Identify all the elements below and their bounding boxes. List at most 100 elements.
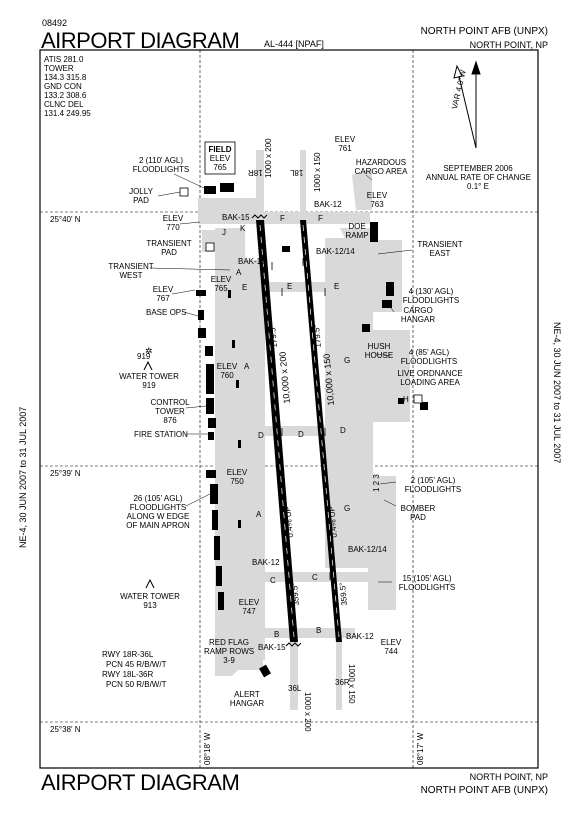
overrun-36l — [290, 642, 298, 710]
procedure-number: 08492 — [42, 18, 68, 28]
hush-house-a: HUSH — [367, 342, 391, 351]
elev-761-a: ELEV — [334, 135, 356, 144]
mag-epoch: SEPTEMBER 2006 — [443, 164, 513, 173]
elev-750-b: 750 — [230, 477, 244, 486]
west-apron — [215, 228, 248, 676]
footer-title: AIRPORT DIAGRAM — [41, 770, 240, 795]
airport-city: NORTH POINT, NP — [469, 40, 548, 50]
taxiway-c-label-1: C — [270, 576, 276, 585]
elev-747-a: ELEV — [238, 598, 260, 607]
bak12-south: BAK-12 — [346, 632, 374, 641]
base-ops: BASE OPS — [146, 308, 187, 317]
overrun-18l — [300, 150, 306, 220]
lat-25-40: 25°40' N — [50, 215, 81, 224]
alert-hangar-bldg — [259, 664, 271, 678]
taxiway-e-label-2: E — [287, 282, 293, 291]
floodlights-26-b: FLOODLIGHTS — [129, 503, 187, 512]
field-elev-label: FIELD — [208, 145, 232, 154]
elev-747-b: 747 — [242, 607, 256, 616]
taxiway-d-label-3: D — [340, 426, 346, 435]
red-flag-apron — [228, 650, 263, 670]
taxiway-h-label: H — [403, 395, 409, 404]
doe-ramp-b: RAMP — [345, 231, 369, 240]
transient-helipad — [205, 242, 215, 252]
field-elev-value: 765 — [213, 163, 227, 172]
floodlights-26-a: 26 (105' AGL) — [133, 494, 183, 503]
elev-767-b: 767 — [156, 294, 170, 303]
floodlights-85-b: FLOODLIGHTS — [400, 357, 458, 366]
arresting-gear — [251, 214, 302, 647]
rwy-18r-id: 18R — [248, 168, 263, 177]
s-overrun-left-dims: 1000 x 200 — [303, 692, 312, 732]
elev-763-b: 763 — [370, 200, 384, 209]
elev-760-b: 760 — [220, 371, 234, 380]
magnetic-arrows — [453, 60, 481, 149]
floodlights-105-15-a: 15 (105' AGL) — [402, 574, 452, 583]
elev-750-a: ELEV — [226, 468, 248, 477]
grid-lines — [40, 50, 538, 768]
hush-house-b: HOUSE — [364, 351, 394, 360]
jolly-pad-b: PAD — [133, 196, 149, 205]
control-tower-a: CONTROL — [150, 398, 190, 407]
taxiway-e — [235, 282, 375, 292]
n-overrun-left-dims: 1000 x 200 — [264, 138, 273, 178]
rwy-right-hdg-up: 179.5° — [311, 324, 323, 348]
transient-east-b: EAST — [429, 249, 451, 258]
hazard-cargo-b: CARGO AREA — [354, 167, 408, 176]
floodlights-105-2-a: 2 (105' AGL) — [410, 476, 456, 485]
water-tower-919-b: 919 — [142, 381, 156, 390]
water-tower-919-icon — [143, 360, 153, 371]
lat-25-38: 25°38' N — [50, 725, 81, 734]
transient-east-a: TRANSIENT — [417, 240, 463, 249]
rwy-18l-id: 18L — [290, 168, 304, 177]
tower-label: TOWER — [44, 64, 74, 73]
bak15-south: BAK-15 — [258, 643, 286, 652]
control-tower-b: TOWER — [155, 407, 185, 416]
bak12-southwest: BAK-12 — [252, 558, 280, 567]
taxiway-d-label-1: D — [258, 431, 264, 440]
taxiway-c-label-2: C — [312, 573, 318, 582]
rwy-36r-id: 36R — [335, 678, 350, 687]
floodlights-105-2-b: FLOODLIGHTS — [404, 485, 462, 494]
alert-hangar-a: ALERT — [234, 690, 260, 699]
taxiway-g-label-1: G — [344, 356, 351, 365]
hazard-cargo-taxi — [352, 168, 372, 210]
bak12-west: BAK-12 — [238, 257, 266, 266]
elev-765-b: 765 — [214, 284, 228, 293]
bak15-s-mark — [285, 642, 302, 647]
rwy-left-centerline — [259, 224, 295, 638]
taxiway-a-label-mid: A — [244, 362, 250, 371]
mag-rate-label: ANNUAL RATE OF CHANGE — [426, 173, 531, 182]
hold-markers — [271, 258, 339, 638]
ground-frequency: 133.2 308.6 — [44, 91, 87, 100]
jolly-pad-a: JOLLY — [129, 187, 153, 196]
floodlights-26-c: ALONG W EDGE — [126, 512, 190, 521]
atis-frequency: ATIS 281.0 — [44, 55, 84, 64]
water-tower-913-a: WATER TOWER — [120, 592, 180, 601]
bak12-14-south: BAK-12/14 — [348, 545, 387, 554]
bak15-n-mark — [251, 214, 268, 219]
transient-pad-a: TRANSIENT — [146, 239, 192, 248]
hush-house-bldg — [362, 324, 370, 332]
alert-hangar-b: HANGAR — [229, 699, 265, 708]
lat-25-39: 25°39' N — [50, 469, 81, 478]
floodlights-110-a: 2 (110' AGL) — [138, 156, 184, 165]
transient-west-b: WEST — [119, 271, 143, 280]
elev-770-a: ELEV — [162, 214, 184, 223]
floodlights-85-a: 4 (85' AGL) — [408, 348, 450, 357]
lon-08-18: 08°18' W — [203, 732, 212, 765]
doe-ramp-apron — [340, 228, 378, 250]
taxiway-a-label-n: A — [236, 268, 242, 277]
elev-767-a: ELEV — [152, 285, 174, 294]
transient-pad-b: PAD — [161, 248, 177, 257]
rwy-info-3: RWY 18L-36R — [102, 670, 154, 679]
page-title: AIRPORT DIAGRAM — [41, 28, 240, 53]
control-tower-c: 876 — [163, 416, 177, 425]
live-ord-strip — [392, 330, 410, 422]
field-elev-box — [204, 141, 236, 175]
bomber-pad-apron — [368, 476, 396, 610]
rwy-left-hdg-up: 179.5° — [267, 324, 279, 348]
elev-763-a: ELEV — [366, 191, 388, 200]
bomber-pad-a: BOMBER — [400, 504, 436, 513]
